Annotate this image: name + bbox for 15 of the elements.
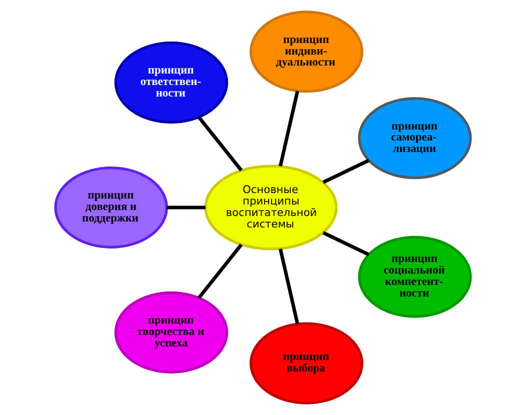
node-ellipse: принцип доверия и поддержки <box>54 166 168 249</box>
connector <box>198 116 243 172</box>
node-ellipse: принцип выбора <box>250 322 364 404</box>
connector <box>322 231 370 256</box>
node-ellipse: принцип творчества и успеха <box>114 291 228 374</box>
connector <box>278 90 300 167</box>
node-ellipse: принцип ответствен- ности <box>114 42 228 124</box>
connector <box>198 244 243 299</box>
node-ellipse: принцип индиви- дуальности <box>250 10 364 93</box>
connector <box>278 248 300 324</box>
connector <box>322 158 370 184</box>
connector <box>166 206 206 210</box>
node-ellipse: принцип социальной компетент- ности <box>358 236 472 318</box>
node-ellipse: принцип самореа- лизации <box>358 97 472 180</box>
node-ellipse: Основные принципы воспитательной системы <box>204 164 338 250</box>
